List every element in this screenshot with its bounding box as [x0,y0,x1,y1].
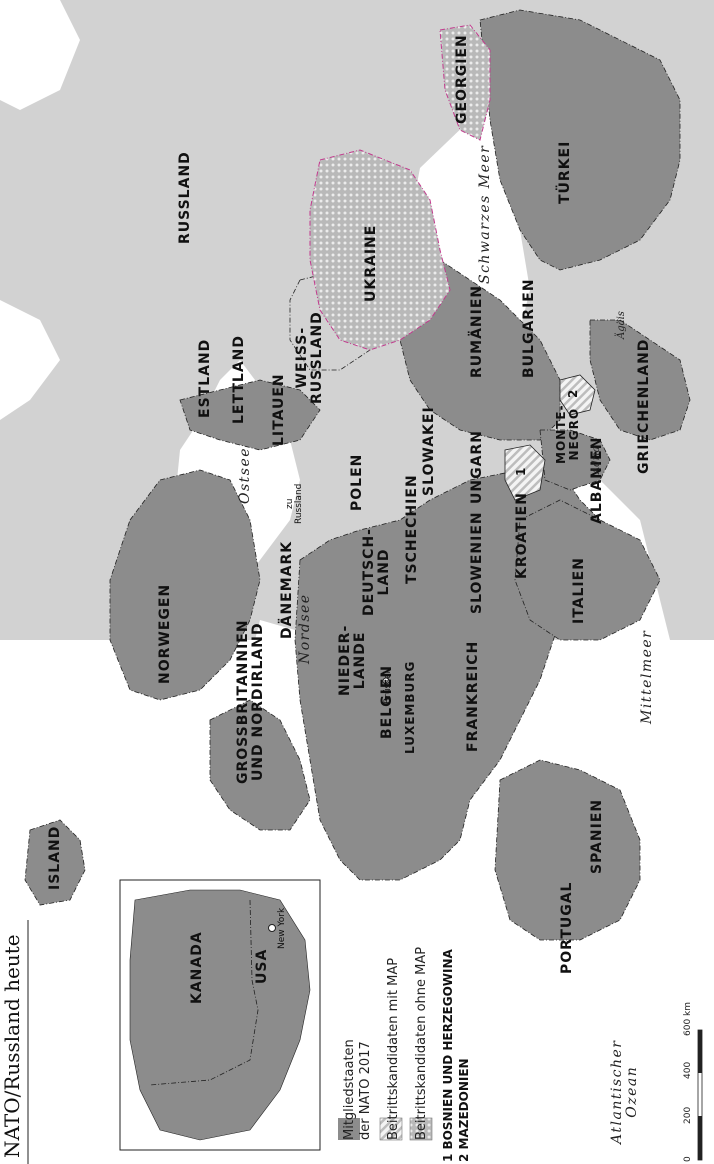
greece [589,319,691,441]
label-italien: ITALIEN [571,557,587,624]
georgia [439,24,491,141]
label-kroatien: KROATIEN [514,492,530,579]
baltic-members [179,379,321,451]
norway [109,469,261,701]
label-mittelmeer: Mittelmeer [639,629,655,724]
scale-tick-400: 400 [683,1061,693,1079]
label-weissrussland: WEISS- RUSSLAND [294,311,325,404]
label-usa: USA [254,948,270,984]
italy [514,499,661,641]
label-tuerkei: TÜRKEI [557,140,573,204]
legend-swatch-nomap [409,1117,433,1141]
label-griechenland: GRIECHENLAND [636,338,652,474]
member-states [24,9,691,941]
ukraine [309,149,451,351]
legend-swatch-map [379,1117,403,1141]
label-ostsee: Ostsee [237,446,253,504]
scale-tick-0: 0 [683,1156,693,1162]
label-deutschland: DEUTSCH- LAND [361,528,392,616]
bosnia [504,444,546,501]
label-zu-russland: zu Russland [285,483,305,524]
scale-bar [697,1029,703,1161]
label-frankreich: FRANKREICH [465,640,481,752]
label-kanada: KANADA [189,931,205,1004]
label-atlantik: Atlantischer Ozean [609,1039,640,1144]
label-polen: POLEN [349,453,365,511]
label-slowakei: SLOWAKEI [421,406,437,496]
legend-member: Mitgliedstaaten der NATO 2017 [342,1039,373,1140]
label-montenegro: MONTE- NEGRO [554,404,581,464]
legend-map: Beitrittskandidaten mit MAP [386,957,401,1140]
label-slowenien: SLOWENIEN [469,511,485,614]
label-lettland: LETTLAND [231,335,247,424]
label-daenemark: DÄNEMARK [279,540,295,639]
label-new-york: New York [277,907,287,949]
label-estland: ESTLAND [197,338,213,418]
label-rumaenien: RUMÄNIEN [469,284,485,378]
label-aegaeis: Ägäis [616,311,627,339]
label-tschechien: TSCHECHIEN [404,474,420,584]
legend-note-2: 2 MAZEDONIEN [457,1058,471,1162]
map-title: NATO/Russland heute [0,934,24,1158]
label-niederlande: NIEDER- LANDE [337,624,368,696]
iberia [494,759,641,941]
label-nordsee: Nordsee [297,593,313,664]
label-russland: RUSSLAND [177,151,193,244]
candidates-without-map [309,24,491,351]
label-norwegen: NORWEGEN [157,583,173,684]
label-ukraine: UKRAINE [363,224,379,302]
label-ungarn: UNGARN [469,430,485,504]
scale-tick-600: 600 km [683,1001,693,1036]
albania-montenegro [539,429,611,491]
label-portugal: PORTUGAL [559,881,575,974]
new-york-dot [268,924,276,932]
white-sea [0,0,80,110]
label-bulgarien: BULGARIEN [521,278,537,378]
label-georgien: GEORGIEN [454,34,470,124]
label-schwarzes-meer: Schwarzes Meer [477,144,493,284]
legend-note-1: 1 BOSNIEN UND HERZEGOWINA [441,949,455,1162]
label-luxemburg: LUXEMBURG [403,660,417,754]
inset-land [129,889,311,1141]
label-adria: Adria [591,446,602,474]
label-island: ISLAND [47,825,63,890]
label-spanien: SPANIEN [589,798,605,874]
macedonia [559,374,596,416]
turkey [479,9,681,271]
label-grossbritannien: GROSSBRITANNIEN UND NORDIRLAND [235,619,266,784]
label-litauen: LITAUEN [271,373,287,446]
candidates-with-map [504,374,596,501]
iceland [24,819,86,906]
label-marker-1: 1 [514,466,528,476]
legend-nomap: Beitrittskandidaten ohne MAP [414,946,429,1140]
bruessel-dot [382,677,390,685]
arctic-water [0,300,60,420]
label-bruessel: Brüssel [383,671,393,704]
scale-tick-200: 200 [683,1106,693,1124]
uk [209,699,311,831]
label-marker-2: 2 [566,388,580,398]
legend-swatch-member [338,1118,360,1140]
